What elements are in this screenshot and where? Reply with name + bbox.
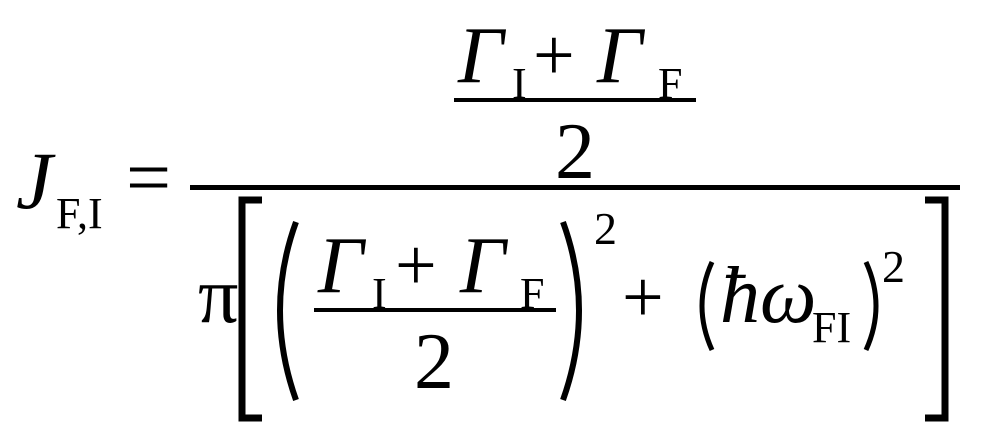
right-paren-small [863,260,879,352]
den-plus-inner: + [395,225,437,307]
den-gamma-i-subscript: I [372,269,387,318]
den-omega-subscript: FI [812,303,851,352]
den-hbar: ħ [720,252,760,340]
num-gamma-i-subscript: I [512,59,527,108]
den-plus-outer: + [622,257,664,339]
left-paren-small [699,260,715,352]
right-paren-large [560,220,582,402]
lhs-symbol: J [16,135,56,226]
num-fraction-bar [454,98,696,102]
num-plus: + [533,15,575,97]
den-omega: ω [760,252,816,340]
num-gamma-f: Γ [596,12,646,100]
den-gamma-i: Γ [317,222,367,310]
left-square-bracket [238,196,262,422]
left-paren-large [277,220,299,402]
equals-sign: = [126,134,171,222]
num-divisor: 2 [555,108,595,196]
den-gamma-f: Γ [459,222,509,310]
den-inner-fraction-bar [314,308,556,312]
lhs-subscript: F,I [56,189,103,238]
den-exponent-1: 2 [594,203,617,254]
den-inner-divisor: 2 [414,318,454,406]
den-pi: π [198,252,238,340]
den-exponent-2: 2 [882,241,905,292]
main-fraction-bar [190,185,960,190]
right-square-bracket [925,196,949,422]
num-gamma-i: Γ [457,12,507,100]
